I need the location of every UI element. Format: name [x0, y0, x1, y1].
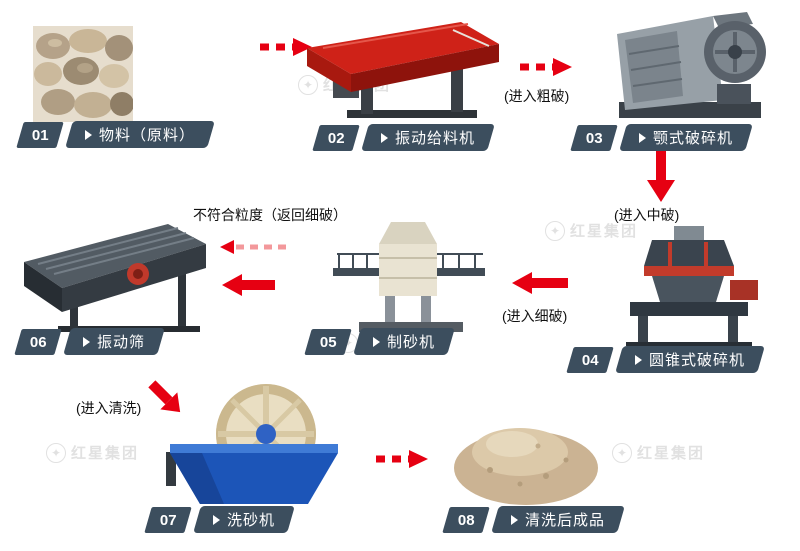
cone-crusher-image — [612, 222, 762, 347]
step-label: 振动筛 — [63, 328, 165, 355]
step-number: 03 — [570, 124, 618, 151]
step-label: 颚式破碎机 — [619, 124, 753, 151]
step-number: 02 — [312, 124, 360, 151]
vibrating-feeder-image — [303, 18, 503, 120]
vibrating-screen-image — [18, 216, 213, 334]
node-badge-washed-product: 08 清洗后成品 — [442, 506, 625, 533]
annotation-enter-fine-crushing: (进入细破) — [502, 308, 568, 324]
node-badge-vibrating-feeder: 02 振动给料机 — [312, 124, 495, 151]
step-number: 06 — [14, 328, 62, 355]
step-label: 洗砂机 — [193, 506, 295, 533]
arrow-feeder-to-jaw-crusher — [518, 56, 573, 78]
watermark: ✦红星集团 — [46, 442, 139, 463]
brand-logo-icon: ✦ — [46, 442, 66, 463]
arrow-sand-maker-to-screen — [222, 274, 277, 296]
step-label: 圆锥式破碎机 — [615, 346, 765, 373]
arrow-cone-to-sand-maker — [512, 272, 570, 294]
step-label: 振动给料机 — [361, 124, 495, 151]
step-label: 制砂机 — [353, 328, 455, 355]
annotation-enter-washing: (进入清洗) — [76, 400, 142, 416]
chevron-right-icon — [639, 132, 646, 143]
brand-logo-icon: ✦ — [298, 74, 318, 95]
step-number: 01 — [16, 121, 64, 148]
arrow-return-dashed — [220, 240, 292, 254]
chevron-right-icon — [511, 514, 518, 525]
node-badge-sand-maker: 05 制砂机 — [304, 328, 455, 355]
step-label: 物料（原料） — [65, 121, 215, 148]
annotation-enter-coarse-crushing: (进入粗破) — [504, 88, 570, 104]
step-number: 04 — [566, 346, 614, 373]
step-number: 08 — [442, 506, 490, 533]
sand-washer-image — [162, 380, 344, 508]
watermark: ✦红星集团 — [612, 442, 705, 463]
node-badge-jaw-crusher: 03 颚式破碎机 — [570, 124, 753, 151]
step-label: 清洗后成品 — [491, 506, 625, 533]
chevron-right-icon — [85, 129, 92, 140]
node-badge-material: 01 物料（原料） — [16, 121, 215, 148]
raw-material-rocks-image — [33, 26, 133, 122]
arrow-washer-to-product — [374, 448, 429, 470]
step-number: 05 — [304, 328, 352, 355]
node-badge-vibrating-screen: 06 振动筛 — [14, 328, 165, 355]
watermark: ✦红星集团 — [545, 220, 638, 241]
chevron-right-icon — [83, 336, 90, 347]
chevron-right-icon — [213, 514, 220, 525]
chevron-right-icon — [381, 132, 388, 143]
jaw-crusher-image — [595, 4, 775, 126]
annotation-return-fine-crushing: 不符合粒度（返回细破） — [193, 207, 347, 223]
annotation-enter-medium-crushing: (进入中破) — [614, 207, 680, 223]
node-badge-cone-crusher: 04 圆锥式破碎机 — [566, 346, 765, 373]
chevron-right-icon — [635, 354, 642, 365]
node-badge-sand-washer: 07 洗砂机 — [144, 506, 295, 533]
chevron-right-icon — [373, 336, 380, 347]
arrow-material-to-feeder — [258, 36, 313, 58]
washed-sand-product-image — [450, 406, 602, 508]
step-number: 07 — [144, 506, 192, 533]
arrow-jaw-to-cone-crusher — [647, 148, 675, 204]
sand-maker-image — [325, 218, 490, 336]
brand-logo-icon: ✦ — [545, 220, 565, 241]
brand-logo-icon: ✦ — [612, 442, 632, 463]
arrow-to-sand-washer — [144, 376, 188, 420]
